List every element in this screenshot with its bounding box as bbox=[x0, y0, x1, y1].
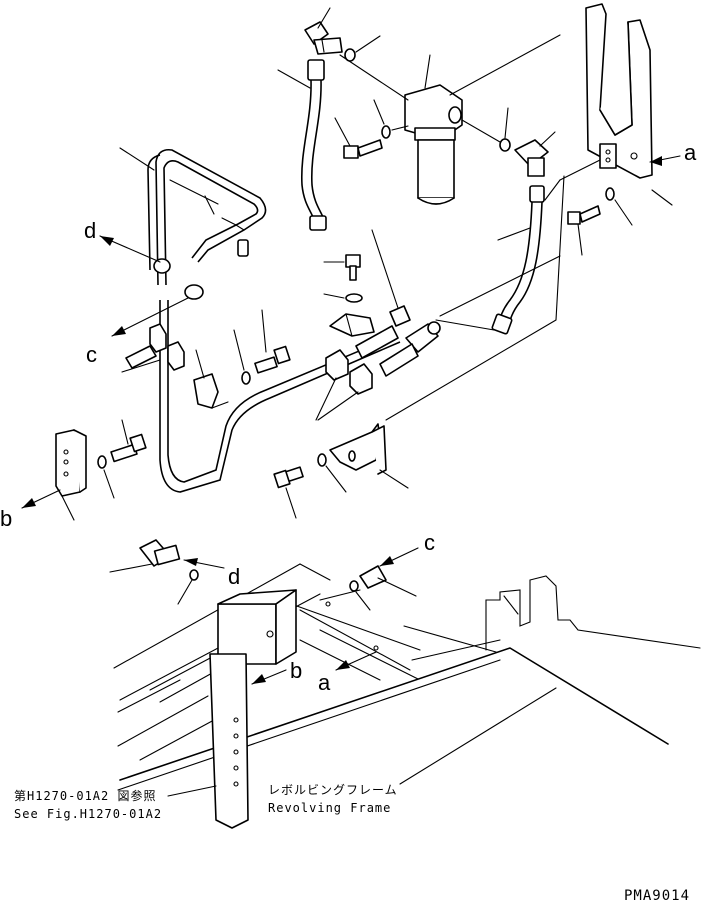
bracket-bolt bbox=[567, 187, 633, 256]
see-fig-en: See Fig.H1270-01A2 bbox=[14, 807, 162, 821]
arrow-a-frame: a bbox=[318, 651, 377, 695]
pipe-frame bbox=[119, 147, 401, 493]
rubber-bushings bbox=[315, 349, 373, 421]
drawing-code: PMA9014 bbox=[624, 888, 690, 904]
arrow-b-frame: b bbox=[251, 658, 302, 685]
label-b-left: b bbox=[0, 506, 12, 531]
adapter-fitting bbox=[355, 229, 561, 377]
center-clamp bbox=[329, 313, 375, 337]
o-ring-top bbox=[344, 35, 381, 62]
filter-hose-right bbox=[491, 159, 601, 335]
label-d-left: d bbox=[84, 218, 96, 243]
filter-bracket bbox=[585, 3, 673, 206]
frame-fitting-c bbox=[349, 565, 417, 611]
elbow-fitting-top bbox=[304, 7, 343, 55]
o-ring-right bbox=[461, 107, 511, 152]
arrow-d-left: d bbox=[84, 218, 161, 263]
filter-assembly bbox=[339, 34, 561, 205]
revolving-frame-jp: レボルビングフレーム bbox=[268, 783, 398, 797]
see-fig-jp: 第H1270-01A2 図参照 bbox=[14, 788, 156, 803]
filter-hose-left bbox=[277, 59, 327, 231]
center-bolt bbox=[323, 254, 363, 303]
label-a-frame: a bbox=[318, 670, 331, 695]
filter-bolt bbox=[334, 117, 383, 159]
elbow-fitting-right bbox=[514, 131, 556, 177]
label-b-frame: b bbox=[290, 658, 302, 683]
clamp-washer-bolt bbox=[233, 309, 291, 385]
see-fig-leader bbox=[167, 785, 217, 797]
label-c-left: c bbox=[86, 342, 97, 367]
arrow-b-left: b bbox=[0, 489, 61, 531]
frame-fitting-d bbox=[109, 539, 199, 605]
filter-washer bbox=[373, 99, 409, 139]
label-a-top: a bbox=[684, 140, 697, 165]
label-d-frame: d bbox=[228, 564, 240, 589]
bracket-b bbox=[55, 419, 147, 521]
arrow-c-frame: c bbox=[379, 530, 435, 567]
arrow-c-left: c bbox=[86, 297, 189, 367]
bracket-lower-center bbox=[273, 175, 565, 519]
revolving-frame bbox=[113, 563, 701, 829]
revolving-frame-en: Revolving Frame bbox=[268, 801, 391, 815]
pipe-clamp-left bbox=[121, 323, 185, 373]
arrow-a-top: a bbox=[649, 140, 697, 166]
clamp-plate bbox=[193, 349, 229, 409]
arrow-d-frame: d bbox=[183, 558, 240, 589]
label-c-frame: c bbox=[424, 530, 435, 555]
